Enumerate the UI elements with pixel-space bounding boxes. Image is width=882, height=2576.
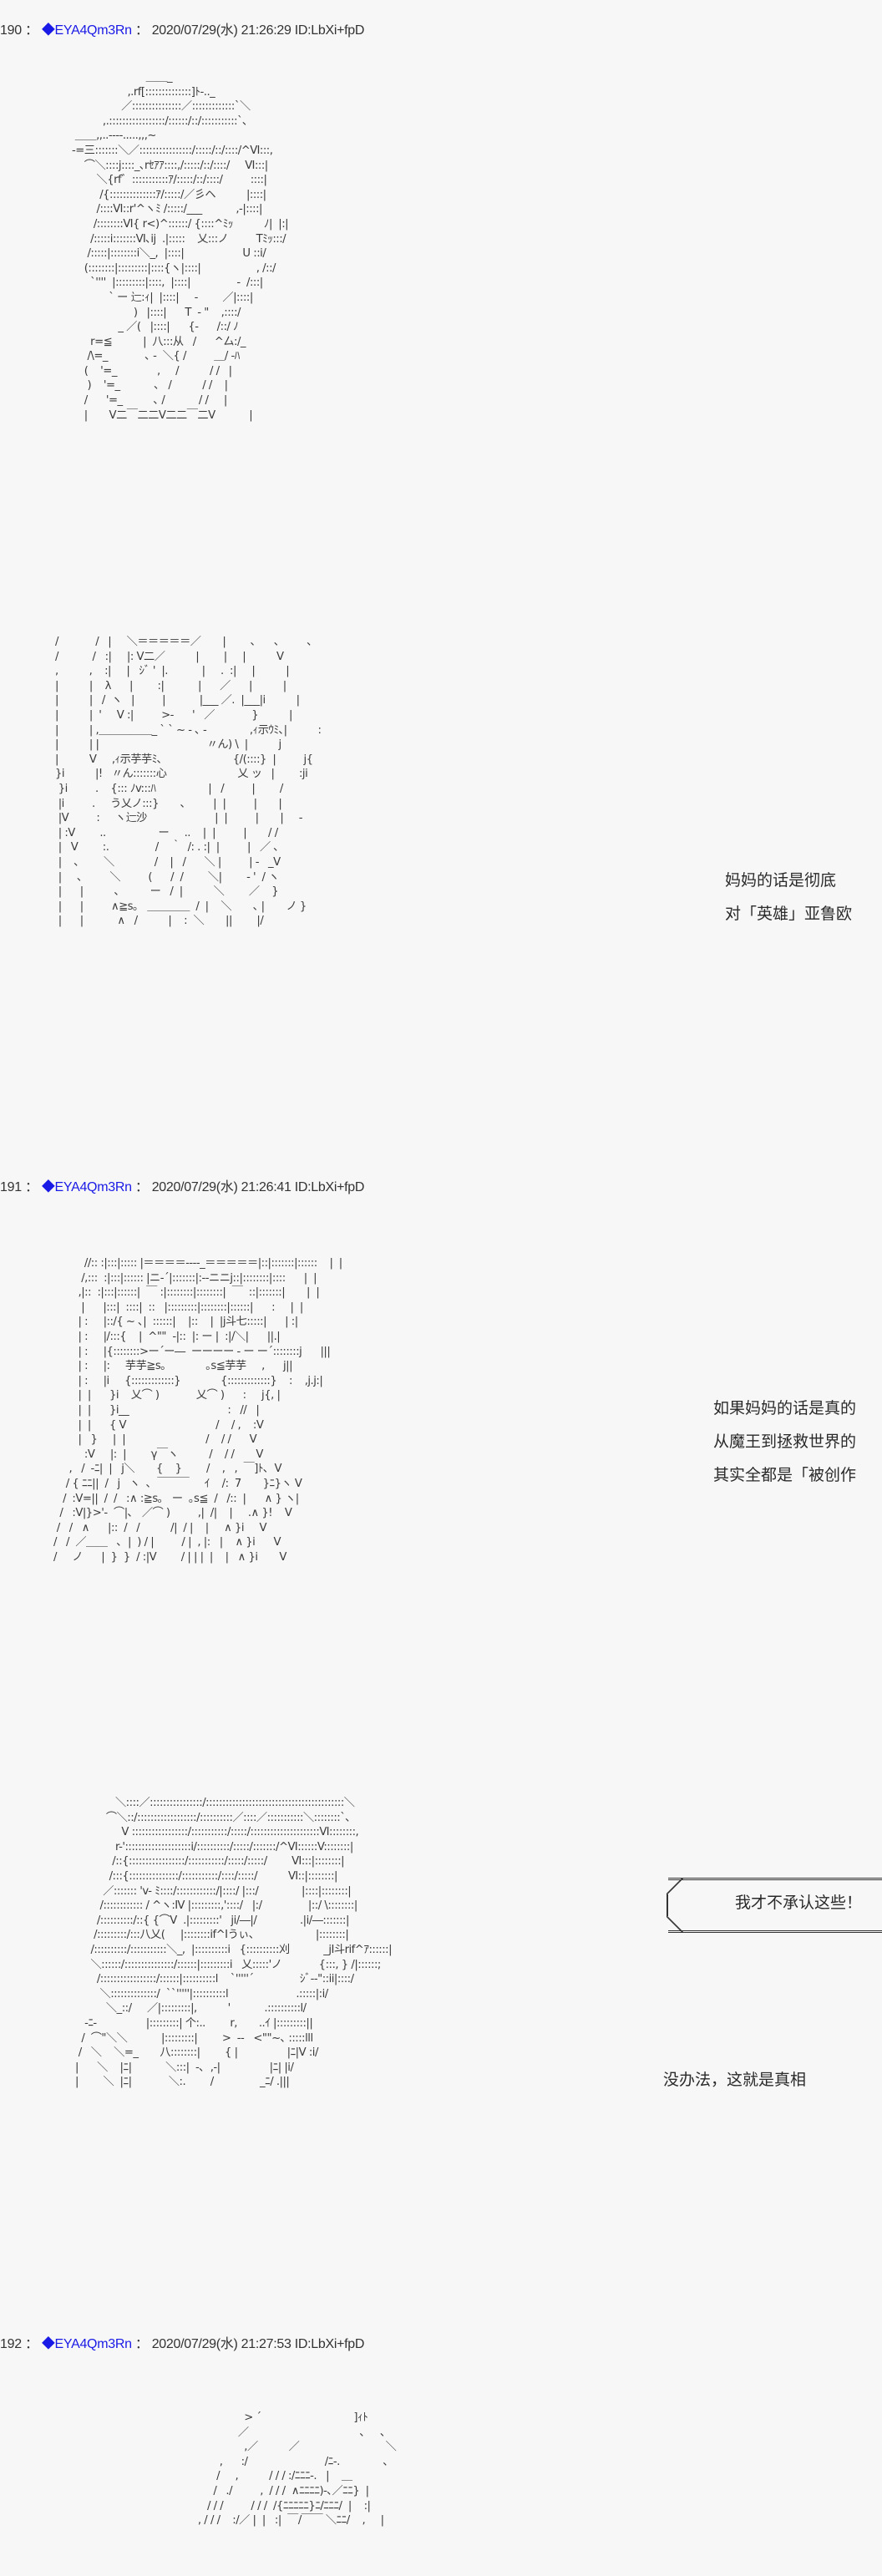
speech-bubble-text: 我才不承认这些！ [735,1894,863,1912]
dialog-line: 对「英雄」亚鲁欧 [725,905,853,923]
dialog-text-190: 妈妈的话是彻底 对「英雄」亚鲁欧 [725,864,852,931]
dialog-line: 如果妈妈的话是真的 [713,1399,857,1417]
dialog-text-191: 如果妈妈的话是真的 从魔王到拯救世界的 其实全都是「被创作 [713,1392,856,1492]
trip-diamond-icon: ◆ [41,23,55,38]
post-datetime: 2020/07/29(水) 21:26:41 [151,1180,291,1194]
separator: ： [134,2337,149,2351]
trip-code-link[interactable]: EYA4Qm3Rn [54,1180,132,1194]
trip-code-link[interactable]: EYA4Qm3Rn [54,2337,132,2351]
dialog-line: 没办法，这就是真相 [663,2071,807,2089]
dialog-line: 妈妈的话是彻底 [725,871,837,890]
ascii-art-191-panel-2: ＼::::／::::::::::::::::/:::::::::::::::::… [75,1797,393,2089]
dialog-text-191-panel-2: 没办法，这就是真相 [663,2063,806,2097]
separator: ： [24,1180,38,1194]
dialog-line: 从魔王到拯救世界的 [713,1433,857,1451]
separator: ： [134,1180,149,1194]
post-datetime: 2020/07/29(水) 21:27:53 [151,2337,291,2351]
ascii-art-192: > ´ ]ｨﾄ ／ ､ ､ ,／ ／ ＼ , :/ [197,2411,397,2528]
trip-diamond-icon: ◆ [41,2337,55,2351]
trip-diamond-icon: ◆ [41,1180,55,1194]
trip-code-link[interactable]: EYA4Qm3Rn [54,23,132,38]
separator: ： [134,23,149,38]
post-datetime: 2020/07/29(水) 21:26:29 [151,23,291,38]
post-number: 192 [0,2337,22,2351]
post-number: 191 [0,1180,22,1194]
ascii-art-191: //:: :|:::|::::: |＝＝＝＝-‐‐-_＝＝＝＝＝|::|::::… [53,1257,342,1564]
ascii-art-190-b: / / | ＼＝＝＝＝＝／ | ､ ､ ､ / / :| |: V二／ | | … [55,636,322,928]
post-id: ID:LbXi+fpD [294,2337,365,2351]
dialog-line: 其实全都是「被创作 [713,1466,857,1484]
separator: ： [24,2337,38,2351]
post-header-190: 190 ： ◆EYA4Qm3Rn ： 2020/07/29(水) 21:26:2… [0,18,364,38]
post-id: ID:LbXi+fpD [294,23,365,38]
ascii-art-190-a: ＿＿_ ,.rf[::::::::::::::]ﾄ-.._ ／:::::::::… [72,71,289,422]
speech-bubble: 我才不承认这些！ [667,1878,882,1933]
post-number: 190 [0,23,22,38]
separator: ： [24,23,38,38]
post-header-191: 191 ： ◆EYA4Qm3Rn ： 2020/07/29(水) 21:26:4… [0,1175,364,1195]
post-id: ID:LbXi+fpD [294,1180,365,1194]
post-header-192: 192 ： ◆EYA4Qm3Rn ： 2020/07/29(水) 21:27:5… [0,2332,364,2352]
